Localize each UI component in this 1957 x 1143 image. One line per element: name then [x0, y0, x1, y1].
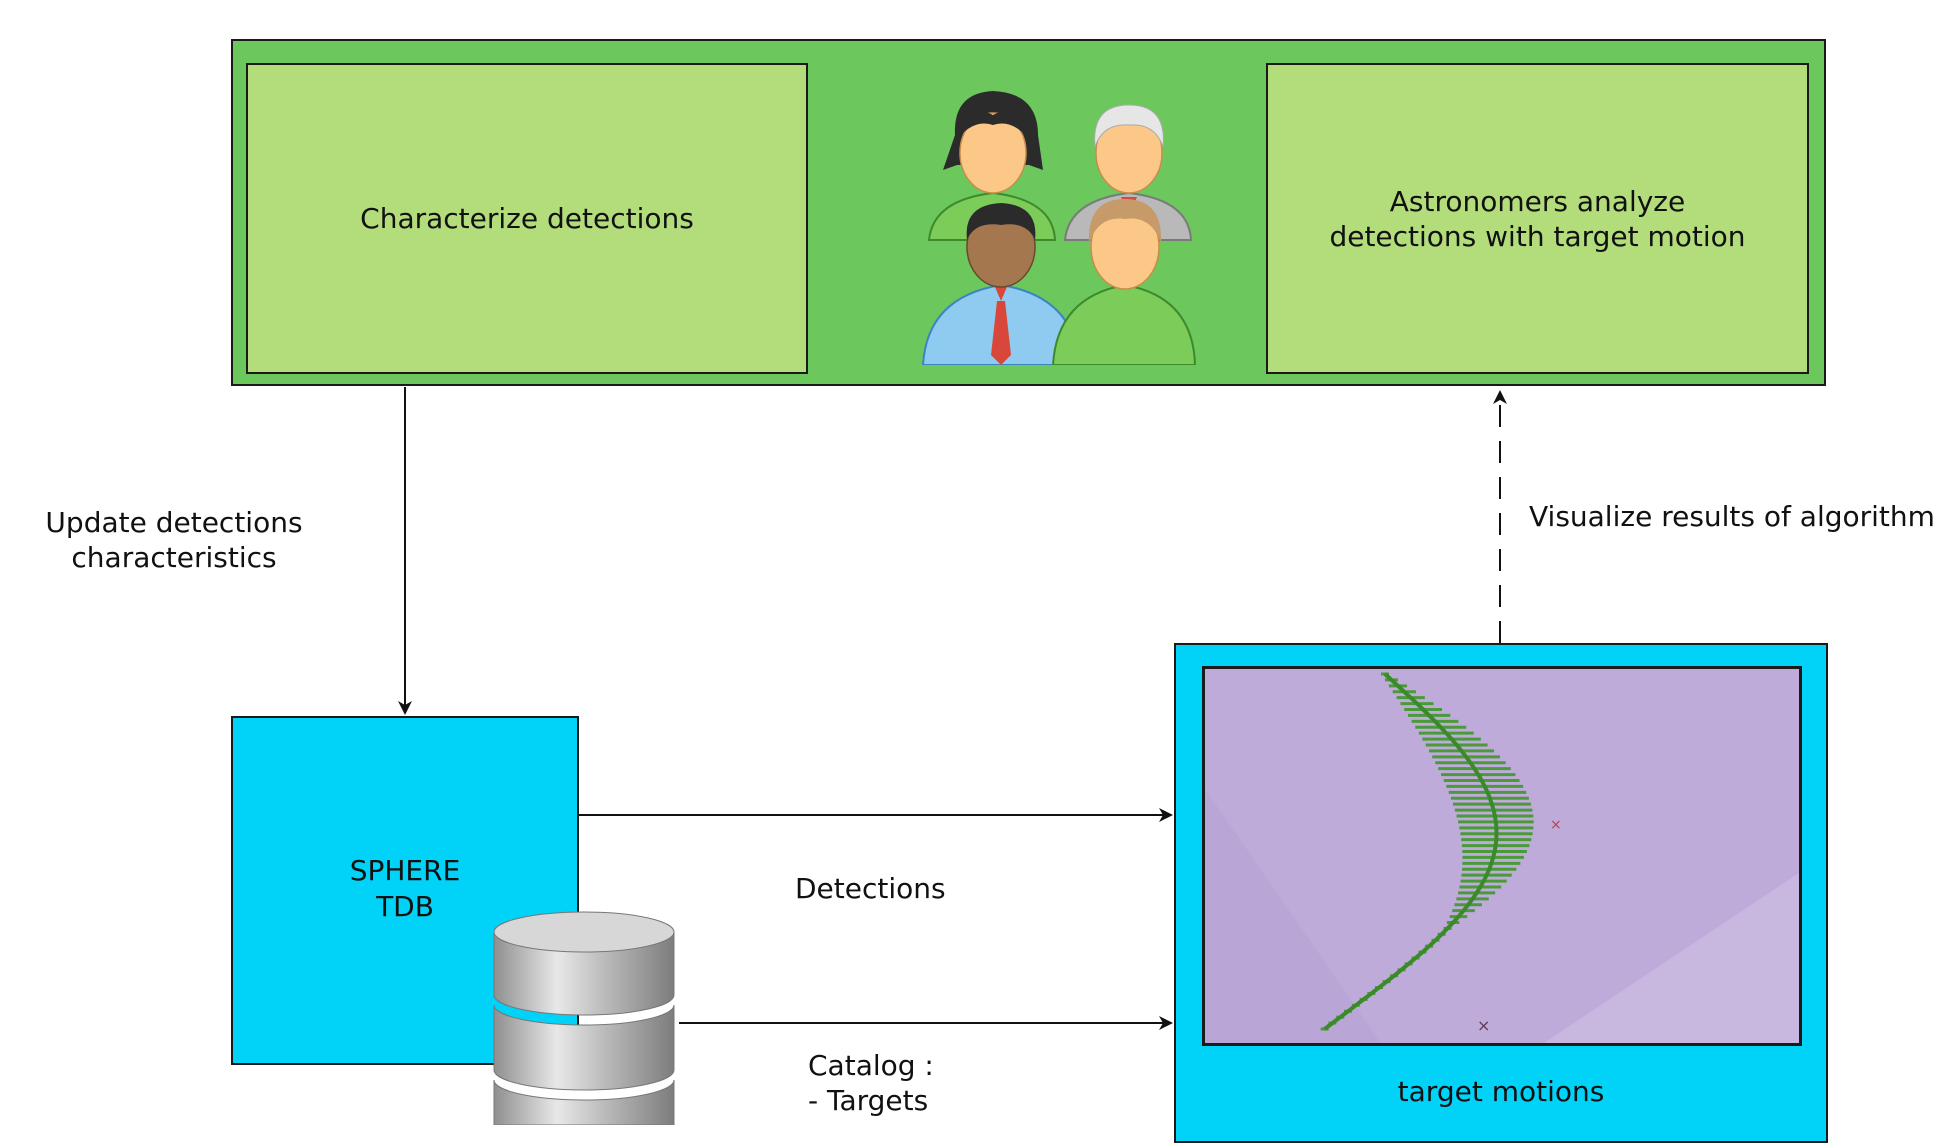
svg-text:×: ×	[1477, 1016, 1490, 1035]
motion-track-svg: × ×	[1205, 669, 1799, 1043]
sphere-label-line1: SPHERE	[349, 854, 461, 887]
catalog-line2: - Targets	[808, 1084, 929, 1117]
catalog-edge-label: Catalog : - Targets	[808, 1048, 934, 1118]
man-dark-skin-tie-icon	[921, 203, 1081, 365]
woman-light-hair-icon	[1051, 199, 1197, 365]
update-detections-line1: Update detections	[45, 506, 303, 539]
top-panel: Characterize detections	[231, 39, 1826, 386]
update-detections-line2: characteristics	[71, 541, 277, 574]
target-motions-label: target motions	[1397, 1075, 1605, 1108]
astronomers-analyze-line2: detections with target motion	[1329, 219, 1746, 253]
detections-edge-label: Detections	[795, 872, 946, 905]
astronomers-analyze-line1: Astronomers analyze	[1389, 184, 1686, 218]
target-motions-panel: × × target motions	[1174, 643, 1828, 1143]
database-icon	[493, 911, 675, 1125]
characterize-detections-label: Characterize detections	[360, 202, 694, 235]
astronomers-group-icon	[921, 91, 1197, 365]
catalog-line1: Catalog :	[808, 1049, 934, 1082]
visualize-results-label: Visualize results of algorithm	[1529, 500, 1935, 533]
astronomers-analyze-box: Astronomers analyze detections with targ…	[1266, 63, 1809, 374]
characterize-detections-box: Characterize detections	[246, 63, 808, 374]
motion-track-plot: × ×	[1202, 666, 1802, 1046]
sphere-label-line2: TDB	[376, 890, 434, 923]
update-detections-label: Update detections characteristics	[34, 505, 314, 575]
svg-text:×: ×	[1550, 817, 1562, 833]
